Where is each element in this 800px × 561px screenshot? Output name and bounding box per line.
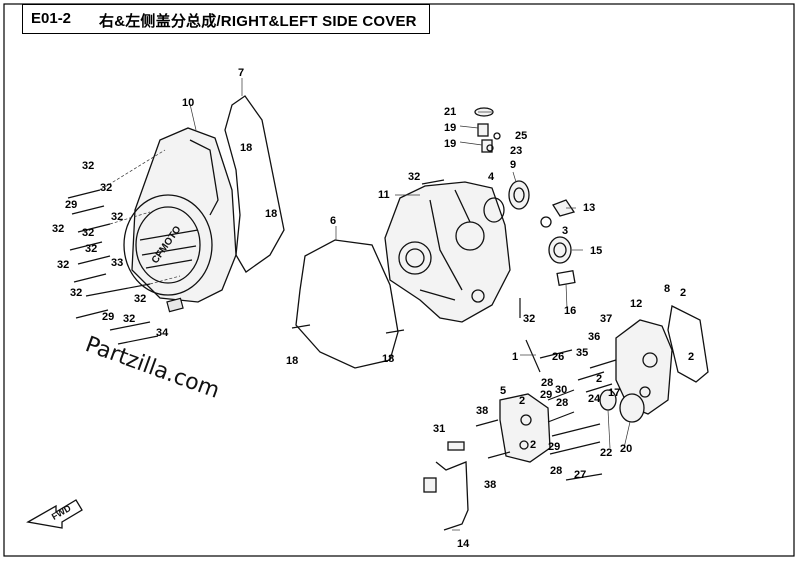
callout-leaders [189, 78, 631, 531]
diagram-code: E01-2 [31, 10, 72, 27]
callout-18-d: 18 [382, 353, 394, 365]
callout-18-b: 18 [265, 208, 277, 220]
callout-28-a: 28 [541, 377, 553, 389]
oil-pump-assembly [423, 393, 551, 531]
callout-2-a: 2 [680, 287, 686, 299]
callout-7: 7 [238, 67, 244, 79]
pump-gasket [667, 305, 709, 383]
right-cover-gasket [295, 239, 399, 369]
callout-29-b: 29 [102, 311, 114, 323]
callout-33: 33 [111, 257, 123, 269]
fwd-arrow: FWD [26, 499, 83, 529]
callout-24: 24 [588, 393, 601, 405]
callout-28-c: 28 [550, 465, 562, 477]
callout-30: 30 [555, 384, 567, 396]
callout-25: 25 [515, 130, 527, 142]
callout-37: 37 [600, 313, 612, 325]
callout-2-d: 2 [519, 395, 525, 407]
callout-18-c: 18 [286, 355, 298, 367]
watermark: Partzilla.com [82, 332, 223, 404]
callout-32-c: 32 [111, 211, 123, 223]
callout-29-c: 29 [540, 389, 552, 401]
left-cover-gasket [224, 95, 285, 273]
callout-2-b: 2 [688, 351, 694, 363]
callout-11: 11 [378, 189, 390, 201]
callout-21: 21 [444, 106, 456, 118]
center-bolts [291, 179, 521, 334]
callout-32-l: 32 [523, 313, 535, 325]
water-pump-cover [599, 305, 709, 423]
callout-5: 5 [500, 385, 506, 397]
callout-32-k: 32 [408, 171, 420, 183]
callout-38-b: 38 [484, 479, 496, 491]
drawing-frame [3, 3, 795, 557]
callout-6: 6 [330, 215, 336, 227]
callout-32-a: 32 [82, 160, 94, 172]
callout-32-b: 32 [100, 182, 112, 194]
callout-32-g: 32 [57, 259, 69, 271]
callout-35: 35 [576, 347, 588, 359]
callout-19-a: 19 [444, 122, 456, 134]
callout-8: 8 [664, 283, 670, 295]
oil-seal-stack [474, 107, 576, 287]
callout-32-d: 32 [52, 223, 64, 235]
callout-32-e: 32 [82, 227, 94, 239]
callout-10: 10 [182, 97, 194, 109]
callout-36: 36 [588, 331, 600, 343]
callout-32-j: 32 [123, 313, 135, 325]
callout-34: 34 [156, 327, 169, 339]
callout-16: 16 [564, 305, 576, 317]
callout-17: 17 [608, 387, 620, 399]
callout-labels: 10 7 32 18 32 29 18 32 32 32 32 32 33 32… [52, 67, 694, 550]
callout-1: 1 [512, 351, 518, 363]
title-box: E01-2 右&左侧盖分总成/RIGHT&LEFT SIDE COVER [22, 4, 430, 34]
callout-13: 13 [583, 202, 595, 214]
oil-hose [435, 461, 469, 531]
callout-29-a: 29 [65, 199, 77, 211]
diagram-title: 右&左侧盖分总成/RIGHT&LEFT SIDE COVER [99, 13, 417, 30]
pump-bolts [475, 339, 617, 481]
callout-18-a: 18 [240, 142, 252, 154]
callout-12: 12 [630, 298, 642, 310]
callout-26: 26 [552, 351, 564, 363]
callout-32-i: 32 [134, 293, 146, 305]
callout-3: 3 [562, 225, 568, 237]
callout-20: 20 [620, 443, 632, 455]
callout-2-e: 2 [530, 439, 536, 451]
callout-28-b: 28 [556, 397, 568, 409]
callout-14: 14 [457, 538, 470, 550]
right-side-cover [384, 181, 511, 323]
callout-9: 9 [510, 159, 516, 171]
callout-19-b: 19 [444, 138, 456, 150]
callout-38-a: 38 [476, 405, 488, 417]
callout-2-c: 2 [596, 373, 602, 385]
callout-32-h: 32 [70, 287, 82, 299]
callout-15: 15 [590, 245, 602, 257]
callout-29-d: 29 [548, 441, 560, 453]
callout-23: 23 [510, 145, 522, 157]
callout-31: 31 [433, 423, 445, 435]
left-bolts [67, 189, 184, 345]
callout-32-f: 32 [85, 243, 97, 255]
callout-4: 4 [488, 171, 495, 183]
left-leaders [99, 149, 181, 285]
callout-22: 22 [600, 447, 612, 459]
callout-27: 27 [574, 469, 586, 481]
